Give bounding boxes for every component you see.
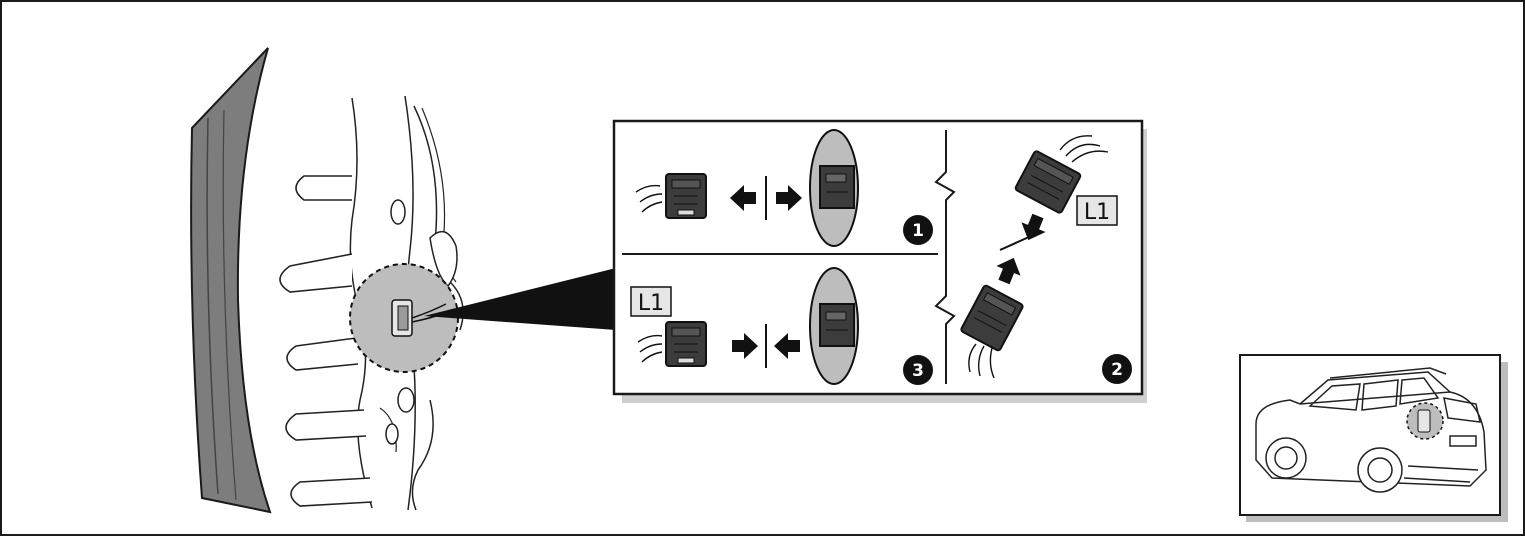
connector-plug-icon bbox=[665, 173, 707, 219]
vehicle-locator bbox=[1239, 354, 1508, 522]
panel-divider-zigzag bbox=[934, 130, 956, 384]
body-slots bbox=[279, 175, 373, 507]
step-3-number: 3 bbox=[912, 361, 924, 381]
step-2-badge bbox=[1102, 354, 1132, 384]
connector-socket-icon bbox=[809, 129, 859, 247]
connector-upper-icon bbox=[1014, 150, 1082, 214]
step-2-reconnect: L1 2 bbox=[960, 135, 1132, 384]
step-1-disconnect: 1 bbox=[635, 129, 933, 247]
connector-socket-icon bbox=[809, 267, 859, 385]
body-trim-strip bbox=[190, 47, 272, 514]
connector-plug-icon bbox=[665, 321, 707, 367]
connector-label-box-l1-a bbox=[630, 286, 672, 317]
callout-wedge bbox=[424, 268, 616, 330]
step-3-badge bbox=[903, 355, 933, 385]
connector-label-l1-a: L1 bbox=[638, 291, 664, 316]
detail-panel: 1 L1 3 bbox=[612, 119, 1147, 403]
step-1-badge bbox=[903, 215, 933, 245]
step-3-connect: L1 3 bbox=[630, 267, 933, 385]
body-clips bbox=[385, 199, 458, 445]
step-1-number: 1 bbox=[912, 221, 924, 241]
rear-body-illustration bbox=[190, 47, 616, 514]
vehicle-icon bbox=[1255, 367, 1487, 493]
connector-label-box-l1-b bbox=[1076, 195, 1118, 226]
connector-label-l1-b: L1 bbox=[1084, 200, 1110, 225]
step-2-number: 2 bbox=[1111, 360, 1123, 380]
